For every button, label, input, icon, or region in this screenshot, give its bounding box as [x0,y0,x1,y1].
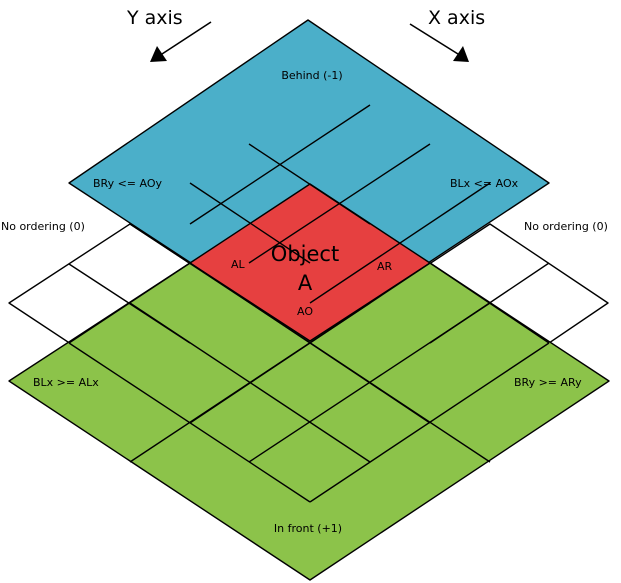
object-a-title-line2: A [298,271,313,295]
y-axis-arrow-shaft [161,21,212,55]
y-axis-arrow-head [150,46,167,62]
grid-line [189,104,371,225]
grid-line [248,143,371,225]
grid-line [68,262,191,344]
x-axis-arrow-shaft [409,23,459,55]
object-a-title-line1: Object [271,242,339,266]
no-ordering-label-left: No ordering (0) [1,220,85,233]
front-label: In front (+1) [274,522,342,535]
corner-ar-label: AR [377,260,393,273]
grid-line [129,302,371,463]
x-axis-arrow [409,23,469,62]
grid-line [309,182,491,304]
front-grid-lines [68,262,550,503]
x-axis-label: X axis [428,7,485,29]
condition-bry-le-aoy: BRy <= AOy [93,177,163,190]
condition-blx-le-aox: BLx <= AOx [450,177,519,190]
y-axis-label: Y axis [126,7,183,29]
y-axis-arrow [150,21,212,62]
grid-line [189,182,311,264]
x-axis-arrow-head [453,46,469,62]
grid-line [309,342,550,503]
no-ordering-label-right: No ordering (0) [524,220,608,233]
grid-line [248,302,491,463]
grid-line [248,143,431,264]
behind-label: Behind (-1) [281,69,342,82]
condition-blx-ge-alx: BLx >= ALx [33,376,99,389]
corner-ao-label: AO [297,305,313,318]
corner-al-label: AL [231,258,246,271]
condition-bry-ge-ary: BRy >= ARy [514,376,582,389]
